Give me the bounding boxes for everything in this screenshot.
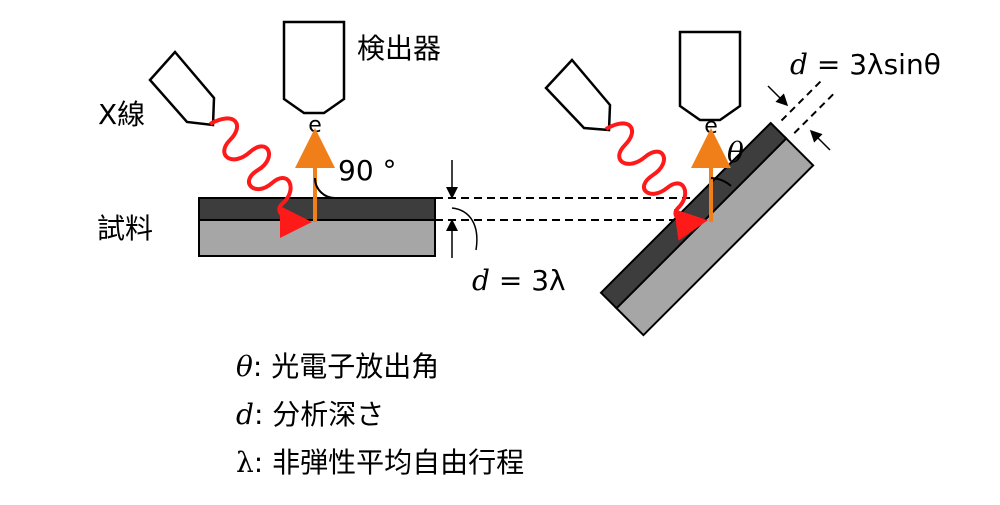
sample-label: 試料 — [97, 212, 153, 245]
legend-item-d: d: 分析深さ — [236, 391, 524, 439]
right-depth-arrow-a — [767, 85, 789, 107]
left-xray-wave — [209, 116, 312, 238]
legend-symbol: d — [236, 398, 254, 431]
left-angle-arc — [313, 177, 337, 200]
left-setup: e 90 ° 検出器 X線 試料 — [97, 20, 441, 257]
right-electron-label: e — [704, 114, 718, 139]
left-depth-label: d = 3λ — [472, 264, 566, 297]
right-xray-source-icon — [544, 58, 612, 132]
legend-item-lambda: λ: 非弾性平均自由行程 — [236, 439, 524, 487]
right-sample-substrate — [613, 135, 815, 337]
detector-label: 検出器 — [357, 32, 441, 65]
left-depth-marker: d = 3λ — [435, 160, 700, 297]
right-setup: e θ d = 3λsinθ — [544, 30, 941, 337]
left-detector-icon — [282, 20, 346, 115]
right-depth-label: d = 3λsinθ — [790, 48, 941, 81]
right-detector-icon — [678, 30, 742, 122]
right-angle-arc — [710, 177, 732, 187]
legend-text: 光電子放出角 — [262, 350, 440, 383]
left-sample-substrate — [198, 217, 436, 257]
left-electron-label: e — [308, 113, 322, 138]
legend-sep: : — [253, 446, 264, 479]
left-xray-source-icon — [148, 50, 216, 127]
right-depth-arrow-b — [809, 129, 831, 151]
legend-item-theta: θ: 光電子放出角 — [236, 343, 524, 391]
legend-sep: : — [252, 350, 263, 383]
left-angle-label: 90 ° — [338, 154, 397, 187]
legend-symbol: λ — [236, 446, 254, 479]
legend-text: 非弾性平均自由行程 — [263, 446, 525, 479]
right-theta-label: θ — [727, 136, 744, 169]
legend-symbol: θ — [236, 350, 253, 383]
legend-text: 分析深さ — [263, 398, 385, 431]
right-xray-wave — [604, 121, 708, 241]
legend-sep: : — [253, 398, 264, 431]
legend: θ: 光電子放出角 d: 分析深さ λ: 非弾性平均自由行程 — [236, 343, 524, 487]
xray-label: X線 — [98, 98, 145, 131]
